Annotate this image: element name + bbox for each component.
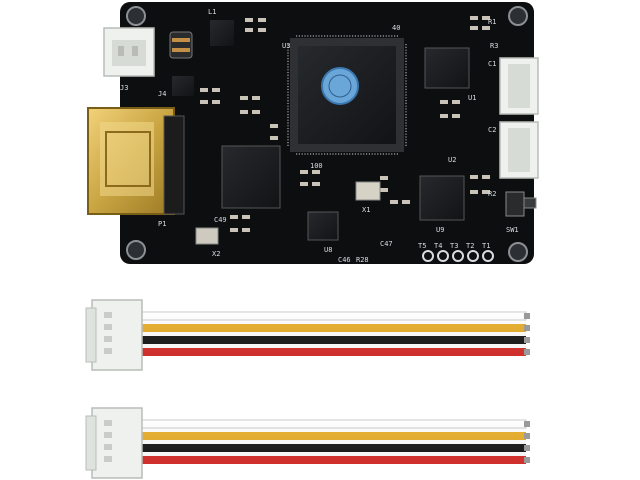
silk-p1: P1 [158, 220, 166, 228]
silk-j3: J3 [120, 84, 128, 92]
chip-u9 [419, 175, 465, 221]
jst-connector-right-top [499, 57, 539, 115]
hdmi-port [87, 107, 185, 215]
chip-u2 [424, 47, 470, 89]
test-points [422, 250, 494, 262]
chip-u4 [221, 145, 281, 209]
silk-r2: R2 [488, 190, 496, 198]
silk-x2: X2 [212, 250, 220, 258]
power-ic [210, 20, 234, 46]
mounting-holes [126, 6, 528, 262]
silk-t4: T4 [434, 242, 442, 250]
mounting-hole-bl [126, 240, 146, 260]
silk-c46: C46 [338, 256, 351, 264]
mounting-hole-tr [508, 6, 528, 26]
silk-sw1: SW1 [506, 226, 519, 234]
silk-t5: T5 [418, 242, 426, 250]
inductor-l1 [169, 31, 193, 59]
silk-t1: T1 [482, 242, 490, 250]
small-chip [172, 76, 194, 96]
main-processor [287, 35, 407, 155]
crystal-x2 [195, 227, 219, 245]
silk-u8: U8 [324, 246, 332, 254]
silk-j4: J4 [158, 90, 166, 98]
silk-c1: C1 [488, 60, 496, 68]
cable-assembly-1 [85, 299, 530, 371]
mounting-hole-br [508, 242, 528, 262]
silk-u2: U2 [448, 156, 456, 164]
jst-connector-right-bottom [499, 121, 539, 179]
silk-100: 100 [310, 162, 323, 170]
silk-l1: L1 [208, 8, 216, 16]
chip-u8 [307, 211, 339, 241]
silk-c47: C47 [380, 240, 393, 248]
cable-1-connector [85, 299, 143, 371]
silk-t3: T3 [450, 242, 458, 250]
silk-40: 40 [392, 24, 400, 32]
mounting-hole-tl [126, 6, 146, 26]
silk-c49: C49 [214, 216, 227, 224]
silk-x1: X1 [362, 206, 370, 214]
silk-r3: R3 [490, 42, 498, 50]
cable-assembly-2 [85, 407, 530, 479]
silk-t2: T2 [466, 242, 474, 250]
jst-connector-top-left [103, 27, 155, 77]
pcb-board: L1 U3 J3 J4 P1 X1 X2 U8 U9 U2 U1 SW1 C1 … [87, 2, 539, 264]
silk-u9: U9 [436, 226, 444, 234]
silk-r28: R28 [356, 256, 369, 264]
silk-r1: R1 [488, 18, 496, 26]
cable-2-connector [85, 407, 143, 479]
smd-components [200, 16, 490, 232]
qc-sticker [321, 67, 359, 105]
silk-u3: U3 [282, 42, 290, 50]
silk-u1: U1 [468, 94, 476, 102]
crystal-x1 [355, 181, 381, 201]
silk-c2: C2 [488, 126, 496, 134]
tactile-switch [505, 191, 537, 217]
